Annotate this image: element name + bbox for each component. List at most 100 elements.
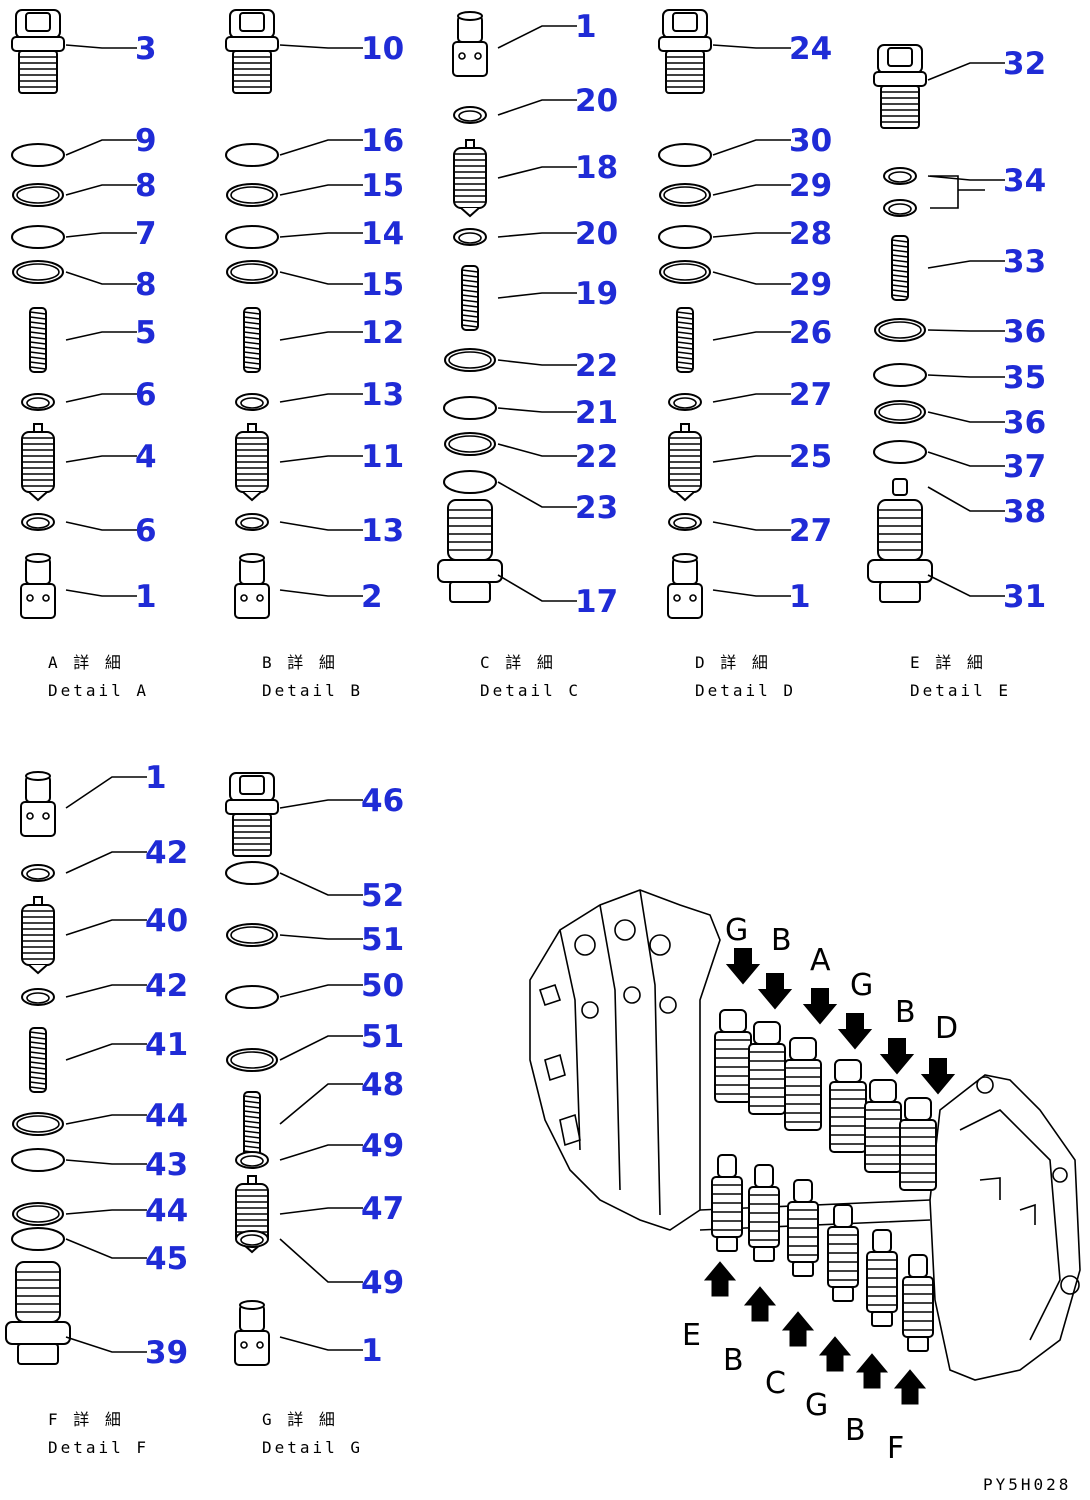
leader-line — [65, 232, 137, 238]
assembly-spool — [748, 1021, 786, 1115]
caption-jp: D 詳 細 — [695, 653, 771, 672]
ring-part — [444, 432, 496, 456]
oring-part — [873, 363, 927, 387]
callout-number: 17 — [575, 584, 618, 620]
plug-part — [873, 44, 927, 129]
callout-number: 8 — [135, 168, 157, 204]
plug-part — [225, 9, 279, 94]
assembly-spool — [714, 1009, 752, 1103]
callout-number: 43 — [145, 1147, 188, 1183]
callout-number: 44 — [145, 1193, 188, 1229]
callout-number: 16 — [361, 123, 404, 159]
callout-number: 42 — [145, 835, 188, 871]
assembly-spool — [829, 1059, 867, 1153]
leader-line — [712, 139, 791, 156]
leader-line — [497, 359, 577, 366]
callout-number: 49 — [361, 1128, 404, 1164]
callout-number: 1 — [135, 579, 157, 615]
assembly-spool — [711, 1154, 743, 1252]
leader-line — [712, 44, 791, 49]
callout-number: 4 — [135, 439, 157, 475]
ring-part — [12, 1112, 64, 1136]
caption-jp: F 詳 細 — [48, 1410, 124, 1429]
callout-number: 22 — [575, 348, 618, 384]
leader-line — [927, 62, 1005, 81]
leader-line — [927, 451, 1005, 467]
caption-en: Detail B — [262, 681, 363, 700]
body-part — [437, 499, 503, 603]
down-arrow-icon — [757, 973, 793, 1010]
seat-part — [21, 864, 55, 882]
leader-line — [279, 984, 363, 998]
spring-part — [243, 307, 261, 373]
assembly-spool — [899, 1097, 937, 1191]
assembly-spool — [748, 1164, 780, 1262]
leader-line — [65, 331, 137, 341]
seat-part — [453, 228, 487, 246]
assembly-letter: G — [805, 1388, 828, 1423]
callout-number: 24 — [789, 31, 832, 67]
leader-line — [65, 1238, 147, 1259]
leader-line — [279, 271, 363, 285]
assembly-letter: B — [895, 995, 916, 1030]
assembly-letter: F — [887, 1431, 904, 1466]
leader-line — [65, 455, 137, 463]
leader-line — [65, 1159, 147, 1165]
assembly-spool — [787, 1179, 819, 1277]
leader-line — [65, 1209, 147, 1215]
leader-line — [279, 1144, 363, 1161]
leader-line — [65, 1114, 147, 1125]
callout-number: 45 — [145, 1241, 188, 1277]
assembly-letter: G — [850, 968, 873, 1003]
leader-line — [927, 374, 1005, 378]
leader-line — [497, 25, 577, 49]
spring-part — [676, 307, 694, 373]
callout-number: 50 — [361, 968, 404, 1004]
callout-number: 1 — [145, 760, 167, 796]
spring-part — [29, 1027, 47, 1093]
callout-number: 15 — [361, 168, 404, 204]
leader-line — [497, 232, 577, 238]
callout-number: 2 — [361, 579, 383, 615]
sleeve-part — [452, 11, 488, 77]
leader-line — [65, 184, 137, 196]
body-part — [867, 499, 933, 603]
leader-line — [279, 1083, 363, 1125]
caption-en: Detail G — [262, 1438, 363, 1457]
ring-part — [226, 1048, 278, 1072]
seat-part — [883, 167, 917, 185]
callout-number: 12 — [361, 315, 404, 351]
callout-number: 30 — [789, 123, 832, 159]
callout-number: 51 — [361, 922, 404, 958]
callout-number: 6 — [135, 513, 157, 549]
callout-number: 1 — [789, 579, 811, 615]
leader-line — [279, 1336, 363, 1351]
callout-number: 20 — [575, 83, 618, 119]
callout-number: 15 — [361, 267, 404, 303]
leader-line — [497, 99, 577, 116]
body-part — [5, 1261, 71, 1365]
oring-part — [658, 143, 712, 167]
valve-part — [668, 423, 702, 502]
callout-number: 52 — [361, 878, 404, 914]
leader-line — [279, 44, 363, 49]
leader-line — [279, 455, 363, 463]
oring-part — [11, 225, 65, 249]
seat-part — [668, 393, 702, 411]
assembly-letter: G — [725, 913, 748, 948]
leader-line — [712, 393, 791, 403]
down-arrow-icon — [802, 988, 838, 1025]
oring-part — [225, 143, 279, 167]
seat-part — [668, 513, 702, 531]
leader-line — [65, 271, 137, 285]
leader-line — [65, 1043, 147, 1061]
callout-number: 35 — [1003, 360, 1046, 396]
oring-part — [225, 225, 279, 249]
callout-number: 42 — [145, 968, 188, 1004]
leader-line — [497, 292, 577, 299]
leader-line — [497, 443, 577, 457]
